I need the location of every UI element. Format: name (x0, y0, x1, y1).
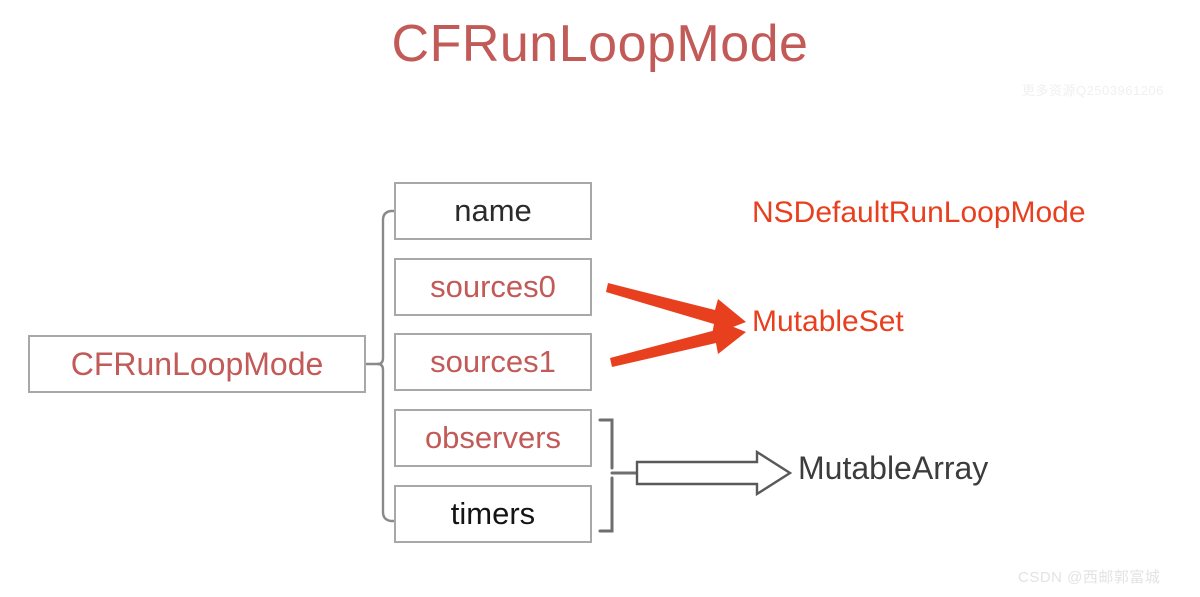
hollow-block-arrow (635, 449, 793, 497)
annotation-mutableset: MutableSet (752, 305, 904, 338)
node-timers[interactable]: timers (394, 485, 592, 543)
watermark-top-right: 更多资源Q2503961206 (1022, 83, 1164, 98)
node-name-label: name (454, 193, 532, 228)
left-bracket (364, 209, 396, 523)
node-sources0[interactable]: sources0 (394, 258, 592, 316)
right-bracket (598, 418, 614, 533)
annotation-mutablearray: MutableArray (798, 450, 989, 486)
node-observers[interactable]: observers (394, 409, 592, 467)
node-timers-label: timers (450, 496, 536, 531)
watermark-csdn: CSDN @西邮郭富城 (1018, 569, 1161, 586)
node-sources0-label: sources0 (430, 269, 556, 304)
red-arrow-sources0 (606, 283, 746, 335)
page-title: CFRunLoopMode (391, 15, 809, 73)
node-sources1-label: sources1 (430, 344, 556, 379)
node-observers-label: observers (424, 420, 562, 455)
red-arrow-sources1 (610, 319, 746, 367)
node-sources1[interactable]: sources1 (394, 333, 592, 391)
node-name[interactable]: name (394, 182, 592, 240)
node-cfrunloopmode[interactable]: CFRunLoopMode (28, 335, 366, 393)
annotation-nsdefaultrunloopmode: NSDefaultRunLoopMode (752, 196, 1086, 229)
node-cfrunloopmode-label: CFRunLoopMode (70, 345, 324, 382)
